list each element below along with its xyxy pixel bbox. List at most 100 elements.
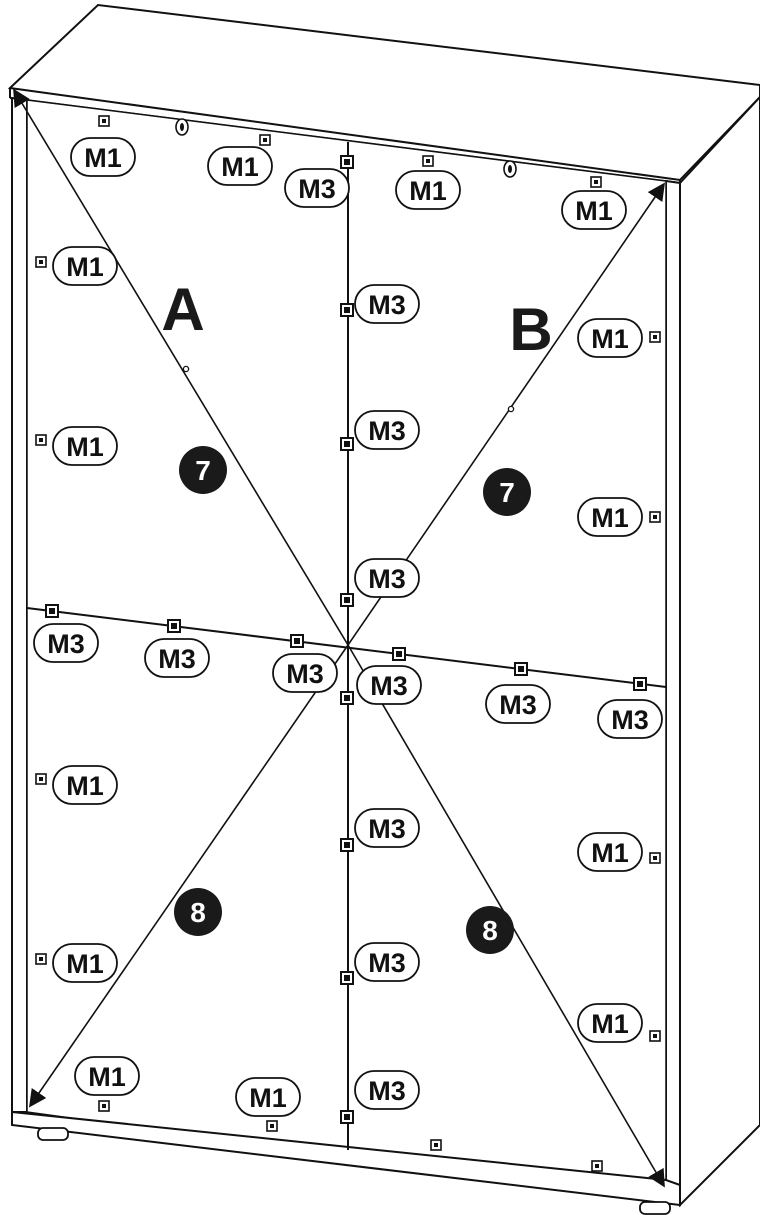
- step-badge-8-left: 8: [174, 888, 222, 936]
- foot-left: [37, 1127, 69, 1141]
- m3-label-text: M3: [286, 659, 324, 689]
- square-fitting-icon: [35, 773, 47, 785]
- clip-fitting-icon: [45, 604, 59, 618]
- m3-label-pill: [354, 1070, 420, 1110]
- square-fitting-icon: [649, 511, 661, 523]
- square-fitting-icon: [649, 331, 661, 343]
- m3-label-pill: [354, 808, 420, 848]
- m3-label: M3: [485, 684, 551, 724]
- bottom-plinth: [11, 1110, 681, 1207]
- m3-label: M3: [272, 653, 338, 693]
- m3-label: M3: [284, 168, 350, 208]
- clip-fitting-icon: [340, 971, 354, 985]
- m1-label-text: M1: [591, 324, 629, 354]
- m1-label-pill: [577, 1003, 643, 1043]
- svg-text:8: 8: [190, 897, 206, 928]
- m1-label-text: M1: [66, 252, 104, 282]
- m3-label-text: M3: [158, 644, 196, 674]
- svg-text:7: 7: [499, 477, 515, 508]
- m1-label-pill: [577, 497, 643, 537]
- m1-label-text: M1: [66, 949, 104, 979]
- m1-label-text: M1: [591, 838, 629, 868]
- m1-label-text: M1: [221, 152, 259, 182]
- m1-label: M1: [52, 765, 118, 805]
- right-side-panel: [665, 179, 681, 1207]
- square-fitting-icon: [98, 115, 110, 127]
- m3-label: M3: [356, 665, 422, 705]
- m3-label: M3: [354, 410, 420, 450]
- keyhole-icon: [175, 118, 189, 136]
- square-fitting-icon: [590, 176, 602, 188]
- keyhole-icon: [503, 160, 517, 178]
- left-side-panel: [11, 96, 28, 1113]
- m1-label: M1: [577, 318, 643, 358]
- m1-label-text: M1: [66, 432, 104, 462]
- m1-label: M1: [561, 190, 627, 230]
- feet: [37, 1127, 671, 1215]
- clip-fitting-icon: [340, 303, 354, 317]
- back-panel: [26, 99, 667, 1201]
- m3-label-text: M3: [368, 564, 406, 594]
- m3-label-text: M3: [368, 948, 406, 978]
- square-fitting-icon: [35, 434, 47, 446]
- square-fitting-icon: [422, 155, 434, 167]
- m3-label-pill: [354, 410, 420, 450]
- m1-label: M1: [207, 146, 273, 186]
- square-fitting-icon: [266, 1120, 278, 1132]
- m1-label-pill: [52, 943, 118, 983]
- m1-label-pill: [207, 146, 273, 186]
- clip-fitting-icon: [290, 634, 304, 648]
- clip-fitting-icon: [340, 155, 354, 169]
- m3-label: M3: [354, 1070, 420, 1110]
- m1-label-text: M1: [409, 176, 447, 206]
- m1-label-pill: [577, 832, 643, 872]
- step-badge-7-right: 7: [483, 468, 531, 516]
- m3-label: M3: [597, 699, 663, 739]
- clip-fitting-icon: [340, 838, 354, 852]
- m1-label: M1: [577, 497, 643, 537]
- square-fitting-icon: [35, 953, 47, 965]
- m1-label-text: M1: [84, 143, 122, 173]
- m1-label-pill: [395, 170, 461, 210]
- m3-label-text: M3: [368, 814, 406, 844]
- svg-text:8: 8: [482, 915, 498, 946]
- m1-label: M1: [74, 1056, 140, 1096]
- right-side-depth: [679, 95, 760, 1208]
- square-fitting-icon: [591, 1160, 603, 1172]
- m1-label-pill: [561, 190, 627, 230]
- m3-label-pill: [33, 623, 99, 663]
- m1-label-text: M1: [575, 196, 613, 226]
- m3-label-text: M3: [499, 690, 537, 720]
- m3-label-text: M3: [368, 290, 406, 320]
- center-dots: [182, 365, 515, 413]
- m3-label-pill: [597, 699, 663, 739]
- m1-label: M1: [70, 137, 136, 177]
- m3-label: M3: [144, 638, 210, 678]
- m3-label-pill: [354, 942, 420, 982]
- fitting-icons: [35, 115, 661, 1172]
- m3-label-text: M3: [298, 174, 336, 204]
- m1-label-pill: [235, 1077, 301, 1117]
- m1-label-pill: [577, 318, 643, 358]
- m1-label-text: M1: [66, 771, 104, 801]
- clip-fitting-icon: [340, 1110, 354, 1124]
- square-fitting-icon: [98, 1100, 110, 1112]
- square-fitting-icon: [649, 1030, 661, 1042]
- m1-label: M1: [52, 943, 118, 983]
- panel-label-b: B: [509, 296, 552, 363]
- clip-fitting-icon: [340, 437, 354, 451]
- m1-label-text: M1: [591, 503, 629, 533]
- m1-label-pill: [74, 1056, 140, 1096]
- m3-label: M3: [354, 942, 420, 982]
- m1-label-pill: [70, 137, 136, 177]
- svg-text:7: 7: [195, 455, 211, 486]
- clip-fitting-icon: [633, 677, 647, 691]
- m3-label-pill: [356, 665, 422, 705]
- square-fitting-icon: [649, 852, 661, 864]
- square-fitting-icon: [35, 256, 47, 268]
- square-fitting-icon: [430, 1139, 442, 1151]
- m3-label-text: M3: [368, 1076, 406, 1106]
